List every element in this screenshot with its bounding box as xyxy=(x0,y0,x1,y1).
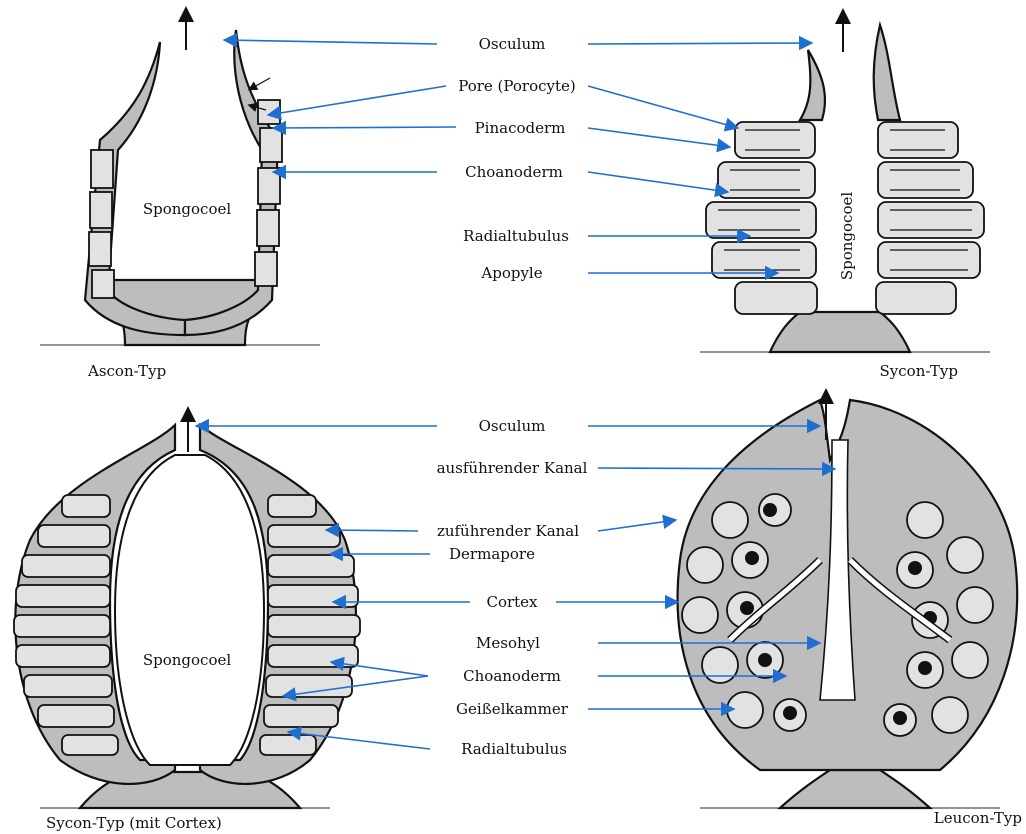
label-dermapore: Dermapore xyxy=(449,545,535,563)
leucon-illustration xyxy=(678,396,1018,808)
sycon-cortex-illustration xyxy=(14,414,360,808)
sycon-illustration xyxy=(700,16,990,352)
caption-ascon: Ascon-Typ xyxy=(87,362,166,380)
label-spongocoel-sycon: Spongocoel xyxy=(838,192,856,281)
label-radialtubulus-top: Radialtubulus xyxy=(463,227,569,245)
label-mesohyl: Mesohyl xyxy=(476,634,540,652)
caption-leucon: Leucon-Typ xyxy=(934,809,1022,827)
ascon-illustration xyxy=(40,14,320,345)
label-spongocoel-ascon: Spongocoel xyxy=(143,200,232,218)
label-osculum-top: Osculum xyxy=(479,35,546,53)
sycon-left-tubes xyxy=(706,122,817,314)
label-geisselkammer: Geißelkammer xyxy=(456,700,569,718)
sycon-cortex-right-cells xyxy=(260,495,360,755)
label-zufuehrender-kanal: zuführender Kanal xyxy=(437,522,579,540)
label-osculum-bottom: Osculum xyxy=(479,417,546,435)
label-choanoderm-bottom: Choanoderm xyxy=(463,667,561,685)
label-apopyle: Apopyle xyxy=(480,264,542,282)
label-choanoderm-top: Choanoderm xyxy=(465,163,563,181)
sycon-right-tubes xyxy=(876,122,984,314)
label-ausfuehrender-kanal: ausführender Kanal xyxy=(437,459,588,477)
label-cortex: Cortex xyxy=(486,593,538,611)
label-radialtubulus-bottom: Radialtubulus xyxy=(461,740,567,758)
label-pinacoderm: Pinacoderm xyxy=(475,119,566,137)
sycon-cortex-left-cells xyxy=(14,495,118,755)
caption-sycon-cortex: Sycon-Typ (mit Cortex) xyxy=(46,814,222,832)
label-spongocoel-cortex: Spongocoel xyxy=(143,651,232,669)
caption-sycon: Sycon-Typ xyxy=(880,362,958,380)
label-pore: Pore (Porocyte) xyxy=(458,77,576,95)
